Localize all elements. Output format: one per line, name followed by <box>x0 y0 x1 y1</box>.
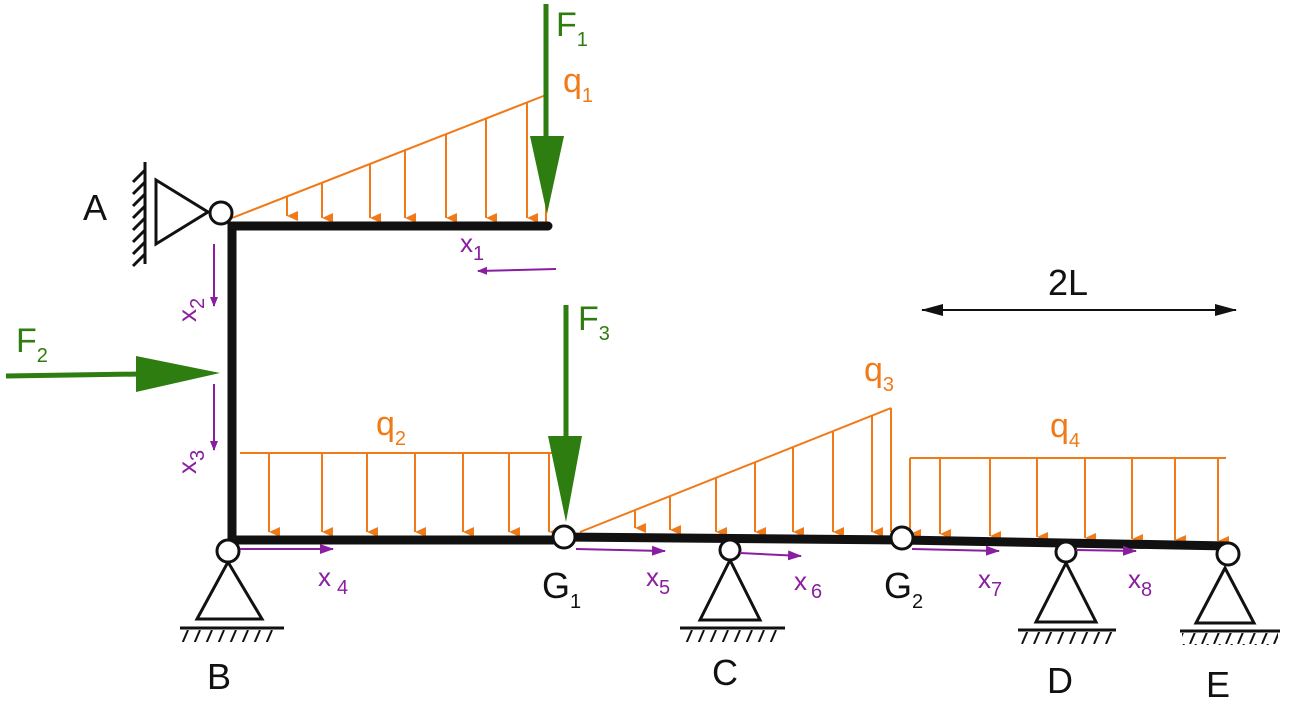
label-x3: x3 <box>172 450 209 474</box>
force-f1-arrow <box>530 4 564 214</box>
q1-distributed-load <box>231 94 547 223</box>
q2-distributed-load <box>240 452 560 537</box>
label-b: B <box>207 656 231 697</box>
label-e: E <box>1206 664 1230 705</box>
hinge-g2 <box>889 525 915 551</box>
q4-distributed-load <box>909 457 1229 546</box>
q3-distributed-load <box>579 407 892 537</box>
force-f2-arrow <box>5 356 220 392</box>
label-f3: F3 <box>578 300 610 345</box>
x5-arrow <box>575 545 666 556</box>
label-x2: x2 <box>172 298 209 322</box>
top-beam-and-column <box>227 221 565 545</box>
label-x1: x1 <box>460 228 484 265</box>
x8-arrow <box>1075 545 1137 556</box>
label-q1: q1 <box>563 62 593 107</box>
label-c: C <box>712 652 738 693</box>
label-f1: F1 <box>556 6 588 51</box>
label-a: A <box>83 187 107 228</box>
dimension-2l-label: 2L <box>1048 262 1088 303</box>
label-f2: F2 <box>16 322 48 367</box>
beam-g1-g2 <box>555 532 907 545</box>
label-q2: q2 <box>376 405 406 450</box>
label-x7: x7 <box>978 564 1002 601</box>
hinge-g1 <box>551 524 577 550</box>
label-d: D <box>1047 660 1073 701</box>
x7-arrow <box>911 545 1000 556</box>
label-x8: x8 <box>1128 564 1152 601</box>
support-c-roller <box>680 538 785 642</box>
support-a-pin <box>131 162 234 268</box>
force-f3-arrow <box>548 305 582 522</box>
x1-arrow <box>477 266 557 275</box>
support-b-pin <box>180 538 284 642</box>
support-e-roller <box>1180 541 1280 645</box>
label-q4: q4 <box>1050 407 1080 452</box>
support-d-roller <box>1018 540 1116 644</box>
label-q3: q3 <box>864 351 894 396</box>
x6-arrow <box>739 550 802 561</box>
label-g2: G2 <box>884 565 923 613</box>
coordinate-arrows <box>210 244 1137 561</box>
label-x5: x5 <box>646 562 670 599</box>
label-g1: G1 <box>542 565 581 613</box>
